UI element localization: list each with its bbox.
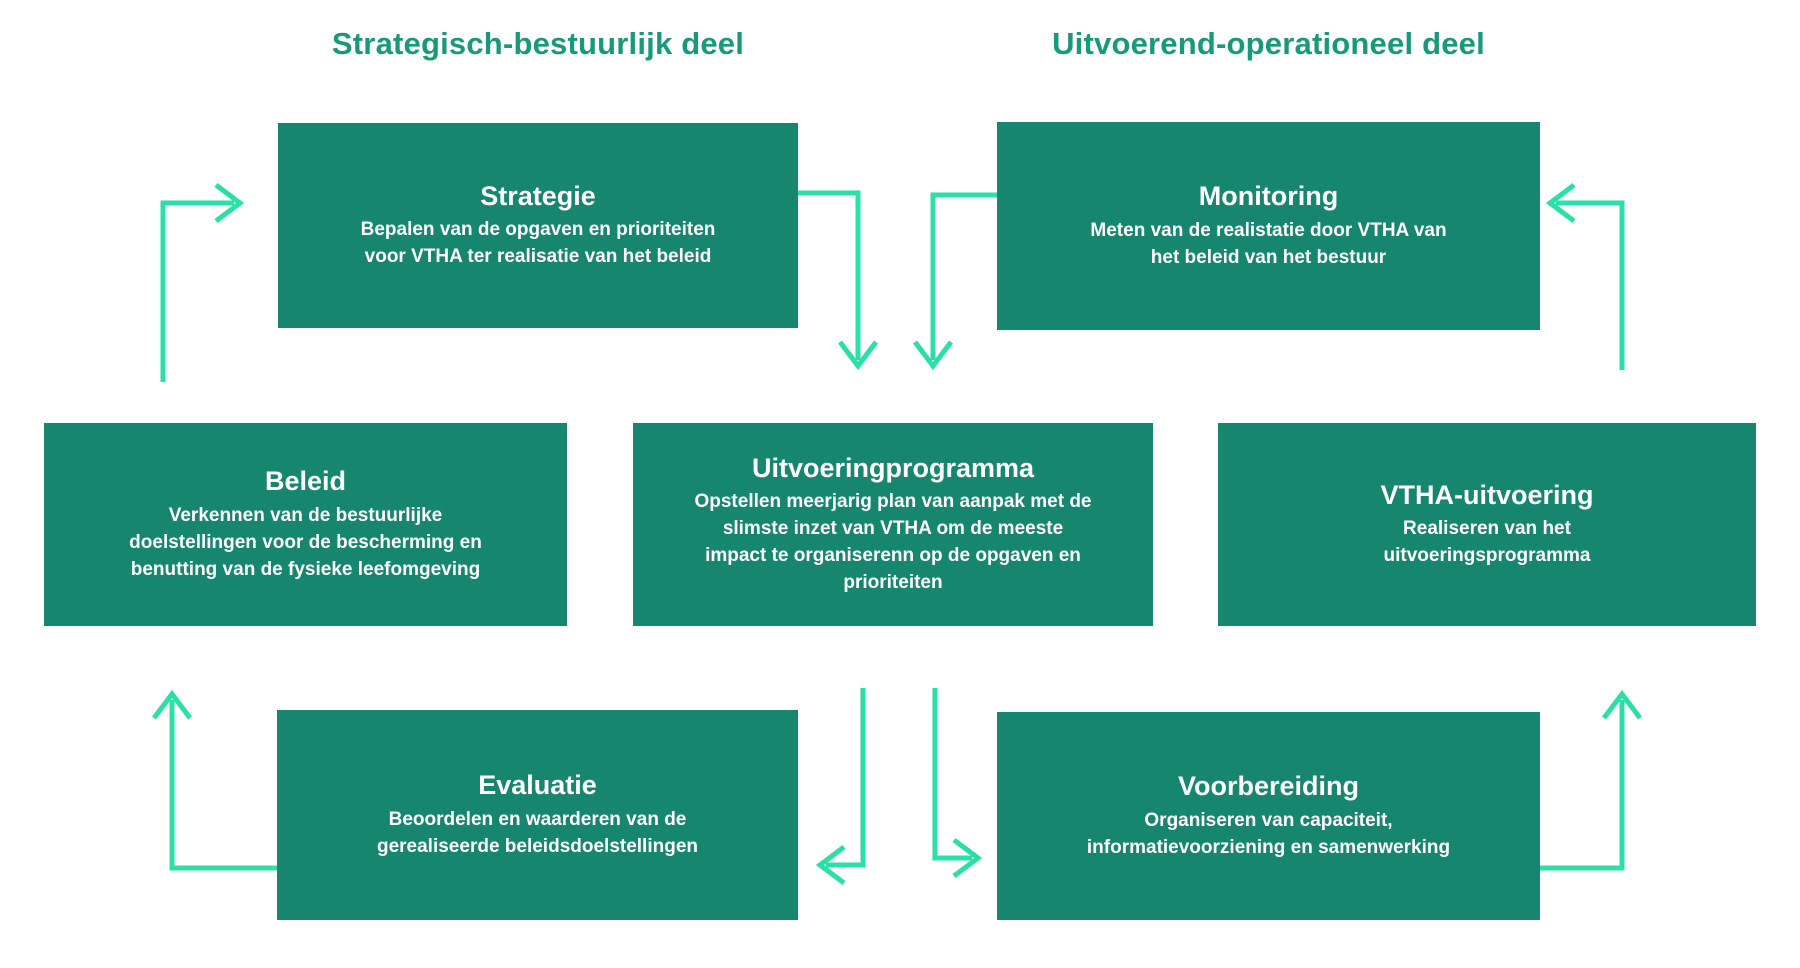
box-beleid-title: Beleid <box>264 466 347 497</box>
arrow-voorbereiding-to-vtha <box>1530 689 1642 871</box>
box-monitoring: Monitoring Meten van de realistatie door… <box>997 122 1540 330</box>
arrow-uitvoeringprogramma-to-voorbereiding <box>932 688 983 878</box>
box-vtha-uitvoering-title: VTHA-uitvoering <box>1380 479 1594 510</box>
box-evaluatie-description: Beoordelen en waarderen van de gerealise… <box>376 808 698 857</box>
box-evaluatie-title: Evaluatie <box>478 770 597 801</box>
box-monitoring-title: Monitoring <box>1198 181 1339 212</box>
box-uitvoeringprogramma-title: Uitvoeringprogramma <box>751 452 1035 483</box>
arrow-strategie-to-uitvoeringprogramma <box>790 190 878 371</box>
box-voorbereiding-title: Voorbereiding <box>1177 771 1359 802</box>
box-strategie-title: Strategie <box>480 180 596 211</box>
box-vtha-uitvoering-description: Realiseren van het uitvoeringsprogramma <box>1383 518 1591 567</box>
box-evaluatie: Evaluatie Beoordelen en waarderen van de… <box>277 710 798 920</box>
box-beleid: Beleid Verkennen van de bestuurlijke doe… <box>44 423 567 626</box>
arrow-beleid-to-strategie <box>160 183 245 382</box>
box-voorbereiding-description: Organiseren van capaciteit, informatievo… <box>1086 809 1451 858</box>
section-header-operational: Uitvoerend-operationeel deel <box>1052 26 1485 61</box>
arrow-monitoring-to-uitvoeringprogramma <box>913 192 1020 371</box>
section-header-strategic: Strategisch-bestuurlijk deel <box>331 26 745 61</box>
box-voorbereiding: Voorbereiding Organiseren van capaciteit… <box>997 712 1540 920</box>
box-uitvoeringprogramma-description: Opstellen meerjarig plan van aanpak met … <box>694 491 1092 594</box>
arrow-evaluatie-to-beleid <box>152 689 285 871</box>
box-vtha-uitvoering: VTHA-uitvoering Realiseren van het uitvo… <box>1218 423 1756 626</box>
box-strategie: Strategie Bepalen van de opgaven en prio… <box>278 123 798 328</box>
arrow-uitvoeringprogramma-to-evaluatie <box>815 688 866 885</box>
box-uitvoeringprogramma: Uitvoeringprogramma Opstellen meerjarig … <box>633 423 1153 626</box>
box-strategie-description: Bepalen van de opgaven en prioriteiten v… <box>360 219 716 268</box>
box-beleid-description: Verkennen van de bestuurlijke doelstelli… <box>129 504 482 580</box>
box-monitoring-description: Meten van de realistatie door VTHA van h… <box>1090 219 1447 268</box>
arrow-vtha-to-monitoring <box>1545 183 1625 370</box>
